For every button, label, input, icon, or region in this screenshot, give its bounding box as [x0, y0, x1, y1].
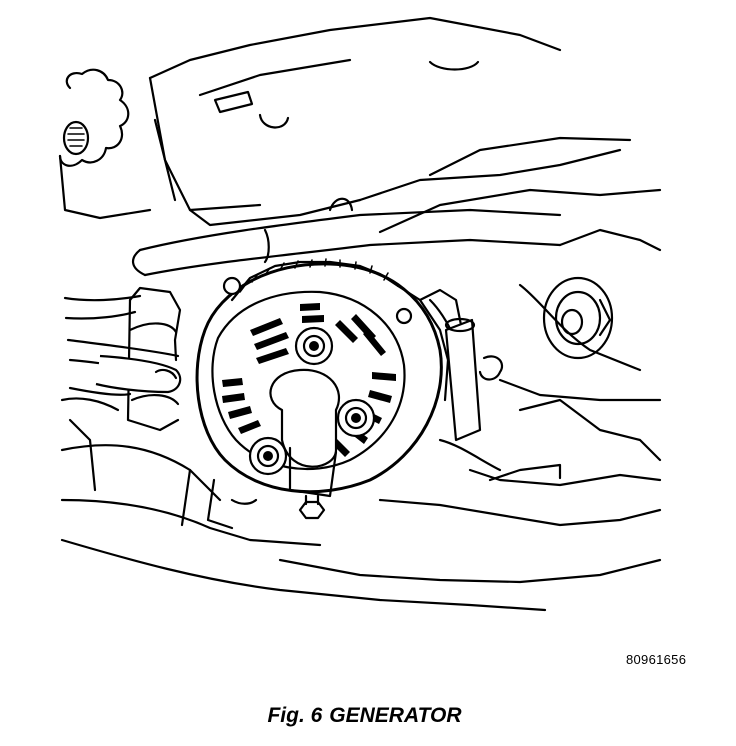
generator-housing: [195, 258, 482, 494]
oil-filler-cap: [58, 68, 152, 220]
figure-number: Fig. 6: [267, 704, 323, 727]
figure-caption: Fig. 6 GENERATOR: [0, 704, 736, 728]
figure-title: GENERATOR: [329, 704, 462, 727]
upper-hoses: [132, 136, 662, 277]
right-components: [428, 228, 662, 487]
mounting-bolts: [248, 326, 376, 476]
mounting-bracket: [126, 276, 413, 530]
lower-structure: [60, 397, 662, 612]
rear-cover: [211, 290, 406, 471]
engine-cover: [148, 16, 562, 227]
figure-reference-code: 80961656: [626, 652, 687, 667]
technician-hand: [63, 294, 182, 396]
terminal-cover: [269, 368, 341, 520]
